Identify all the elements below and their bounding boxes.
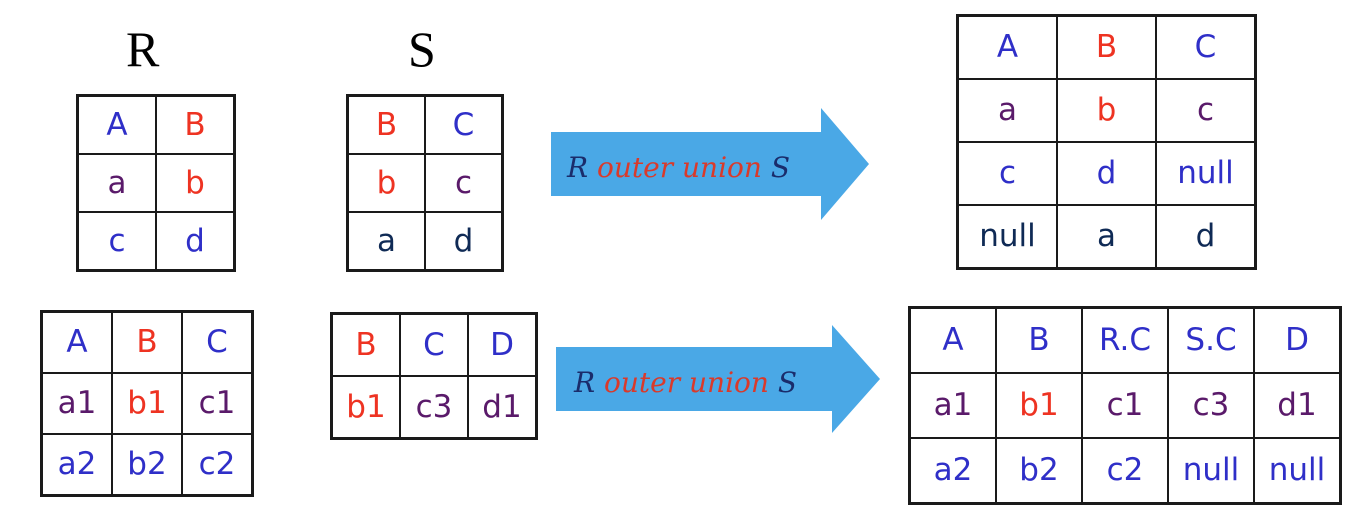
column-header: B: [155, 94, 236, 155]
column-header: A: [76, 94, 157, 155]
table-cell: b: [1056, 78, 1157, 143]
column-header: B: [995, 306, 1083, 374]
table-cell: null: [1155, 141, 1257, 206]
table-cell: b1: [330, 375, 401, 440]
table-cell: b2: [111, 433, 183, 497]
table-cell: b: [155, 153, 236, 213]
outer-union-arrow-1: [551, 108, 869, 220]
table-cell: c: [1155, 78, 1257, 143]
table-cell: b2: [995, 437, 1083, 505]
arrow-label-op: outer union: [597, 151, 762, 184]
table-cell: b1: [995, 372, 1083, 439]
table-cell: d: [424, 211, 504, 272]
arrow-label-op: outer union: [604, 366, 769, 399]
column-header: C: [1155, 14, 1257, 80]
arrow-label-s: S: [770, 151, 791, 184]
table-cell: a1: [40, 372, 113, 435]
table-cell: d: [1155, 204, 1257, 270]
table-cell: b: [346, 153, 426, 213]
table-cell: c1: [1081, 372, 1169, 439]
table-cell: c: [76, 211, 157, 272]
table-cell: d1: [1253, 372, 1342, 439]
column-header: C: [424, 94, 504, 155]
arrow-label-2: R outer union S: [574, 366, 797, 399]
arrow-shape: [551, 108, 869, 220]
table-cell: a2: [908, 437, 997, 505]
arrow-label-r: R: [574, 366, 596, 399]
table-cell: null: [1253, 437, 1342, 505]
table-cell: d1: [467, 375, 538, 440]
column-header: C: [399, 312, 469, 377]
table-cell: a: [76, 153, 157, 213]
arrow-label-s: S: [777, 366, 798, 399]
table-cell: c3: [1167, 372, 1255, 439]
table-cell: c: [956, 141, 1058, 206]
table-cell: null: [956, 204, 1058, 270]
column-header: D: [1253, 306, 1342, 374]
relation-r-label: R: [126, 21, 160, 77]
column-header: R.C: [1081, 306, 1169, 374]
table-cell: b1: [111, 372, 183, 435]
column-header: C: [181, 310, 254, 374]
column-header: B: [111, 310, 183, 374]
table-cell: a: [1056, 204, 1157, 270]
column-header: A: [908, 306, 997, 374]
column-header: B: [1056, 14, 1157, 80]
table-cell: null: [1167, 437, 1255, 505]
table-cell: c3: [399, 375, 469, 440]
table-cell: c1: [181, 372, 254, 435]
table-cell: a2: [40, 433, 113, 497]
table-cell: c2: [1081, 437, 1169, 505]
arrow-label-1: R outer union S: [567, 151, 790, 184]
column-header: A: [956, 14, 1058, 80]
column-header: B: [330, 312, 401, 377]
table-cell: a: [956, 78, 1058, 143]
column-header: S.C: [1167, 306, 1255, 374]
relation-s-label: S: [408, 21, 436, 77]
arrow-shape: [556, 325, 880, 433]
table-cell: c2: [181, 433, 254, 497]
arrow-label-r: R: [567, 151, 589, 184]
table-cell: c: [424, 153, 504, 213]
column-header: B: [346, 94, 426, 155]
table-cell: d: [155, 211, 236, 272]
column-header: A: [40, 310, 113, 374]
outer-union-arrow-2: [556, 325, 880, 433]
column-header: D: [467, 312, 538, 377]
table-cell: d: [1056, 141, 1157, 206]
table-cell: a1: [908, 372, 997, 439]
table-cell: a: [346, 211, 426, 272]
